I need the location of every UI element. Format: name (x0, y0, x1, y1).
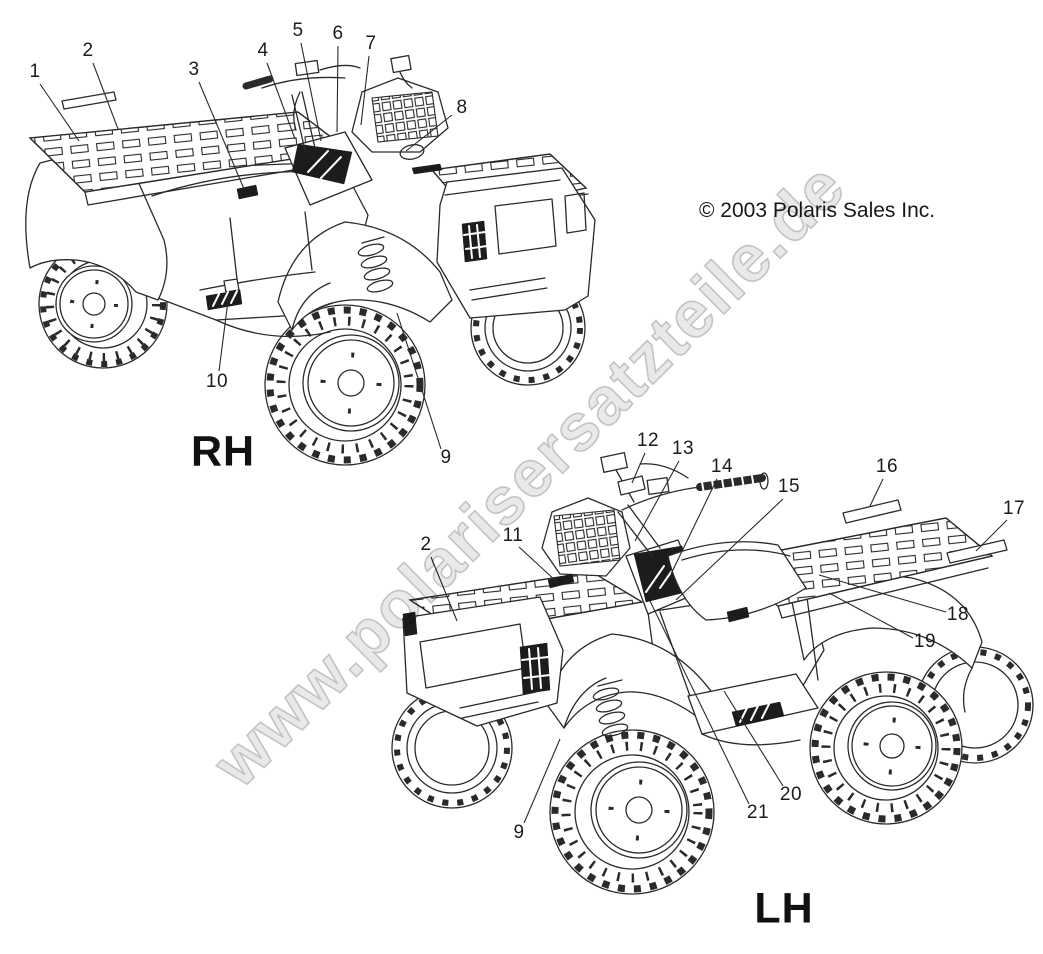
callout-lh-16: 16 (875, 456, 899, 477)
leader-line-lh-17 (976, 520, 1007, 551)
atv-rh-drawing (26, 54, 595, 465)
rh-fender-oval-decal (399, 143, 442, 174)
rh-handlebar (246, 54, 412, 150)
callout-lh-19: 19 (913, 631, 937, 652)
callout-rh-6: 6 (332, 23, 344, 44)
rh-grille-emblem (462, 221, 487, 262)
leader-line-lh-21 (650, 601, 749, 804)
rh-rear-wheel (39, 240, 167, 368)
lh-fender-dash-decal (548, 574, 574, 588)
leader-line-rh-2 (93, 63, 118, 129)
rh-tank-decal (292, 144, 352, 184)
rh-rear-fender (26, 157, 167, 300)
leader-line-rh-8 (406, 115, 452, 151)
leader-line-lh-15 (676, 499, 783, 600)
leader-line-lh-20 (724, 691, 783, 786)
callout-lh-18: 18 (946, 604, 970, 625)
leader-line-rh-9 (397, 313, 441, 449)
lh-rear-wheel (810, 672, 962, 824)
lh-headlight-pod (542, 498, 630, 576)
view-label-lh: LH (754, 884, 814, 933)
callout-rh-9: 9 (440, 447, 452, 468)
callout-lh-12: 12 (636, 430, 660, 451)
rh-shock (357, 237, 394, 294)
copyright-notice: © 2003 Polaris Sales Inc. (699, 199, 936, 222)
callout-rh-4: 4 (257, 40, 269, 61)
leader-line-rh-5 (301, 43, 321, 141)
atv-lh-drawing (392, 452, 1033, 894)
leader-line-lh-16 (870, 479, 883, 506)
lh-mirror-flag-decal (618, 476, 645, 495)
callout-lh-17: 17 (1002, 498, 1026, 519)
lh-4x4-decal (727, 607, 749, 622)
rh-front-fascia (437, 168, 595, 318)
leader-line-lh-19 (829, 593, 913, 638)
callout-rh-10: 10 (205, 371, 229, 392)
leader-line-lh-9 (524, 739, 560, 823)
decal-bar-lh-17 (947, 540, 1007, 563)
lh-grille-emblem (520, 643, 550, 694)
lh-front-wheel (550, 730, 714, 894)
lh-handlebar (600, 452, 768, 556)
lh-seat (668, 542, 806, 620)
leader-line-rh-1 (40, 84, 79, 141)
callout-lh-21: 21 (746, 802, 770, 823)
decal-bar-rh-2 (62, 92, 116, 109)
callout-rh-1: 1 (29, 61, 41, 82)
rh-rear-rack (30, 112, 348, 205)
rh-footrest-step (206, 290, 242, 310)
rh-headlight-pod (352, 78, 448, 152)
leader-line-lh-18 (819, 575, 946, 612)
callout-lh-20: 20 (779, 784, 803, 805)
callout-lh-14: 14 (710, 456, 734, 477)
lh-front-fascia (403, 597, 563, 726)
leader-line-lh-12 (632, 453, 645, 483)
lh-running-board (688, 674, 818, 734)
callout-leader-lines (40, 43, 1007, 823)
callout-rh-8: 8 (456, 97, 468, 118)
leader-line-rh-4 (267, 63, 295, 139)
leader-line-rh-6 (337, 46, 338, 132)
leader-line-lh-14 (671, 479, 717, 574)
callout-lh-2: 2 (420, 534, 432, 555)
callout-lh-11: 11 (502, 525, 524, 546)
callout-rh-3: 3 (188, 59, 200, 80)
rh-tank-shroud (285, 132, 372, 205)
leader-line-rh-7 (361, 56, 369, 125)
view-label-rh: RH (190, 427, 256, 476)
rh-4x4-decal (237, 185, 258, 199)
leader-line-lh-2 (431, 557, 457, 621)
callout-lh-9: 9 (513, 822, 525, 843)
decal-bar-lh-16 (843, 500, 901, 523)
callout-rh-2: 2 (82, 40, 94, 61)
leader-line-lh-11 (519, 547, 557, 582)
lh-shock (592, 680, 629, 738)
leader-line-rh-10 (219, 293, 229, 371)
callout-lh-13: 13 (671, 438, 695, 459)
leader-line-rh-3 (199, 82, 244, 189)
leader-line-lh-13 (635, 461, 679, 541)
rh-front-wheel (265, 305, 425, 465)
callout-lh-15: 15 (777, 476, 801, 497)
callout-rh-7: 7 (365, 33, 377, 54)
callout-rh-5: 5 (292, 20, 304, 41)
